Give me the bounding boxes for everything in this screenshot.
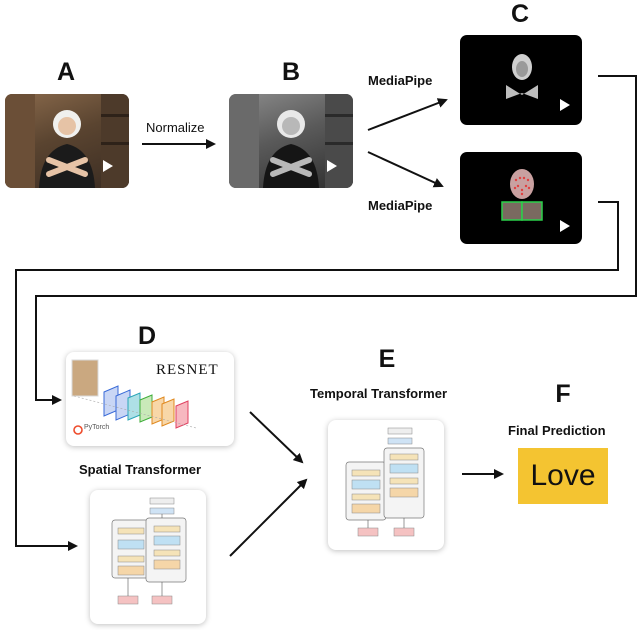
label-b: B bbox=[281, 58, 301, 86]
resnet-title: RESNET bbox=[156, 362, 219, 378]
play-icon[interactable] bbox=[103, 160, 113, 172]
resnet-card: RESNET PyTorch bbox=[66, 352, 234, 446]
label-c: C bbox=[510, 0, 530, 28]
arrow-mediapipe-bottom bbox=[367, 151, 444, 188]
label-f: F bbox=[555, 380, 571, 408]
landmark-overlay bbox=[501, 169, 543, 221]
normalized-video-thumbnail bbox=[229, 94, 353, 188]
mediapipe-output-bottom bbox=[460, 152, 582, 244]
temporal-transformer-diagram bbox=[345, 427, 425, 537]
person-figure-gray bbox=[229, 94, 353, 188]
temporal-transformer-card bbox=[328, 420, 444, 550]
face-hands-crop bbox=[506, 54, 538, 99]
normalize-label: Normalize bbox=[146, 120, 205, 135]
mediapipe-output-top bbox=[460, 35, 582, 125]
mediapipe-label-top: MediaPipe bbox=[368, 73, 433, 88]
label-a: A bbox=[56, 58, 76, 86]
temporal-transformer-label: Temporal Transformer bbox=[310, 386, 448, 401]
pytorch-label: PyTorch bbox=[84, 424, 110, 431]
person-figure bbox=[5, 94, 129, 188]
label-d: D bbox=[137, 322, 157, 350]
label-e: E bbox=[378, 345, 396, 373]
original-video-thumbnail bbox=[5, 94, 129, 188]
arrow-spatial-to-temporal bbox=[229, 478, 308, 557]
mediapipe-label-bottom: MediaPipe bbox=[368, 198, 433, 213]
resnet-architecture-graphic bbox=[71, 359, 197, 435]
play-icon[interactable] bbox=[560, 220, 570, 232]
arrow-mediapipe-top bbox=[367, 98, 448, 131]
spatial-transformer-card bbox=[90, 490, 206, 624]
spatial-transformer-diagram bbox=[111, 497, 187, 605]
connector-to-spatial-transformer bbox=[15, 201, 619, 551]
prediction-output: Love bbox=[518, 448, 608, 504]
play-icon[interactable] bbox=[560, 99, 570, 111]
connector-to-resnet bbox=[35, 75, 637, 405]
spatial-transformer-label: Spatial Transformer bbox=[79, 462, 202, 477]
final-prediction-label: Final Prediction bbox=[508, 423, 606, 438]
play-icon[interactable] bbox=[327, 160, 337, 172]
arrow-resnet-to-temporal bbox=[249, 411, 304, 464]
